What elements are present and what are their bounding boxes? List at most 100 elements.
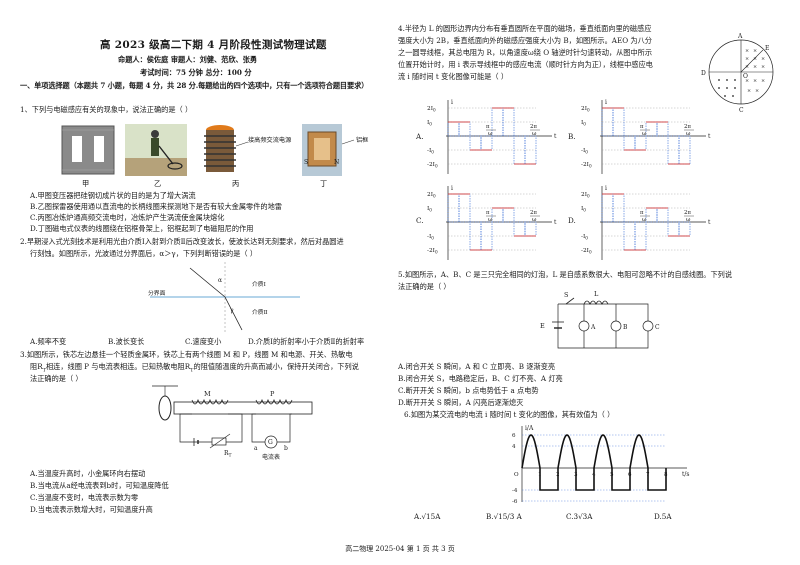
page-title: 高 2023 级高二下期 4 月阶段性测试物理试题: [100, 39, 327, 51]
tick-label-2: -I0: [427, 148, 434, 155]
coil-m: [191, 398, 229, 405]
q6-x-label: t/s: [682, 471, 690, 478]
left-column: 高 2023 级高二下期 4 月阶段性测试物理试题 命题人：侯佐庭 审题人：刘健…: [20, 0, 392, 540]
galvanometer-image: 铝框 S N: [302, 124, 368, 176]
svg-text:×: ×: [761, 78, 765, 84]
q4-stem-line4: 位置开始计时，用 i 表示导线框中的感应电流（顺时针方向为正），线框中感应电: [398, 60, 653, 69]
q6-option-b: B.√15/3 A: [486, 512, 522, 521]
q1-label-jia: 甲: [82, 179, 90, 188]
step-bar-a-7: [524, 135, 537, 165]
tick-label-3: -2I0: [581, 248, 592, 255]
q1-option-a: A.甲图变压器把硅钢切成片状的目的是为了增大涡流: [30, 191, 196, 200]
label-o: O: [743, 73, 748, 80]
time-tick-den-0: ω: [488, 217, 493, 223]
medium1-label: 介质Ⅰ: [252, 280, 266, 288]
label-c: C: [739, 107, 744, 114]
q6-option-a: A.√15A: [414, 512, 441, 521]
q6-current-curve: [521, 434, 667, 491]
q1-option-c: C.丙图冶炼炉通高频交流电时，冶炼炉产生涡流使金属块熔化: [30, 213, 225, 222]
rt-label: RT: [224, 450, 232, 459]
q3-stem-line1: 3.如图所示，铁芯左边悬挂一个轻质金属环，铁芯上有两个线圈 M 和 P，线圈 M…: [20, 350, 353, 359]
step-bar-c-5: [502, 207, 515, 223]
tick-label-3: -2I0: [427, 248, 438, 255]
label-e: E: [765, 45, 769, 52]
t-axis-label: t: [554, 219, 557, 226]
step-bar-b-3: [634, 135, 647, 151]
tick-label-1: I0: [427, 120, 432, 127]
page-footer: 高二物理 2025-04 第 1 页 共 3 页: [345, 545, 455, 553]
step-bar-b-4: [645, 121, 658, 137]
tick-label-2: -I0: [427, 234, 434, 241]
i-axis-label: i: [605, 185, 607, 192]
time-tick-num-0: π: [640, 124, 644, 130]
svg-text:G: G: [268, 439, 273, 446]
time-tick-den-1: ω: [532, 217, 537, 223]
refraction-figure: 分界面 介质Ⅰ 介质Ⅱ α γ: [148, 262, 300, 332]
q2-stem-line1: 2.早期浸入式光刻技术是利用光由介质Ⅰ入射到介质Ⅱ后改变波长，使波长达到无刻要求…: [20, 237, 344, 246]
tick-label-0: 2I0: [427, 192, 436, 199]
svg-text:N: N: [334, 159, 339, 166]
tick-label-1: I0: [581, 120, 586, 127]
q6-option-c: C.3√3A: [566, 512, 593, 521]
q3-option-a: A.当温度升高时，小金属环向右摆动: [30, 469, 146, 478]
q2-option-c: C.速度变小: [185, 337, 222, 346]
step-bar-a-0: [447, 121, 460, 137]
q2-stem-line2: 行刻蚀。如图所示，光波通过分界面后，α＞γ，下列判断错误的是（ ）: [30, 249, 258, 258]
ammeter: [264, 435, 278, 449]
q4-stem-line1: 4.半径为 L 的圆形边界内分布有垂直圆所在平面的磁场，垂直纸面向里的磁感应: [398, 24, 652, 33]
magnetic-circle-figure: ××× ××× ×× ××× ×× A E O D C: [701, 33, 774, 114]
svg-text:C: C: [655, 324, 660, 331]
section-heading: 一、单项选择题（本题共 7 小题，每题 4 分，共 28 分.每题给出的四个选项…: [20, 81, 369, 90]
step-bar-a-2: [469, 135, 482, 151]
time-tick-num-0: π: [486, 210, 490, 216]
svg-text:B: B: [623, 324, 628, 331]
t-axis-label: t: [708, 133, 711, 140]
time-tick-num-1: 2π: [530, 124, 537, 130]
label-d: D: [701, 70, 706, 77]
svg-text:×: ×: [747, 88, 751, 94]
q6-stem: 6.如图为某交流电的电流 i 随时间 t 变化的图像，其有效值为（ ）: [404, 410, 615, 419]
gamma-label: γ: [230, 307, 234, 314]
q3-option-c: C.当温度不变时，电流表示数为零: [30, 493, 139, 502]
q6-y-label: i/A: [525, 425, 534, 432]
tick-label-0: 2I0: [427, 106, 436, 113]
q3-stem-line3: 法正确的是（ ）: [30, 374, 83, 383]
q6-y-tick-2: -4: [512, 488, 518, 494]
q1-label-ding: 丁: [320, 179, 328, 188]
emf-label: E: [540, 322, 545, 330]
svg-text:×: ×: [761, 56, 765, 62]
q4-option-a-label: A.: [416, 132, 424, 141]
coil-m-label: M: [204, 390, 211, 398]
coil-p-label: P: [270, 390, 275, 398]
i-axis-label: i: [451, 185, 453, 192]
svg-text:×: ×: [755, 88, 759, 94]
time-tick-num-0: π: [486, 124, 490, 130]
q2-option-b: B.波长变长: [108, 337, 145, 346]
inductor-lamp-circuit: S L E A B C: [540, 290, 660, 349]
q4-stem-line2: 强度大小为 2B，垂直纸面向外的磁感应强度大小为 B，如图所示。AEO 为八分: [398, 36, 652, 45]
time-tick-den-0: ω: [642, 217, 647, 223]
step-bar-b-5: [656, 121, 669, 137]
point-b-label: b: [284, 445, 288, 452]
lamp-b: [610, 320, 622, 332]
time-tick-den-1: ω: [686, 217, 691, 223]
staff-line: 命题人：侯佐庭 审题人：刘健、范欣、张勇: [118, 55, 258, 64]
induction-furnace-image: 接高频交流电源: [204, 125, 291, 172]
q5-option-b: B.闭合开关 S，电路稳定后，B、C 灯不亮、A 灯亮: [398, 374, 563, 383]
mine-detector-image: [125, 124, 187, 176]
q5-option-d: D.断开开关 S 瞬间，A 闪亮后逐渐熄灭: [398, 398, 524, 407]
tick-label-0: 2I0: [581, 106, 590, 113]
ammeter-label: 电流表: [262, 453, 280, 461]
q2-option-d: D.介质Ⅰ的折射率小于介质Ⅱ的折射率: [248, 337, 365, 346]
time-tick-num-1: 2π: [684, 210, 691, 216]
step-bar-c-3: [480, 221, 493, 251]
svg-text:×: ×: [745, 78, 749, 84]
step-bar-b-7: [678, 135, 691, 165]
q4-option-b-label: B.: [568, 132, 576, 141]
coil-label: 接高频交流电源: [248, 136, 291, 144]
tick-label-1: I0: [427, 206, 432, 213]
tick-label-3: -2I0: [581, 162, 592, 169]
svg-text:×: ×: [761, 64, 765, 70]
